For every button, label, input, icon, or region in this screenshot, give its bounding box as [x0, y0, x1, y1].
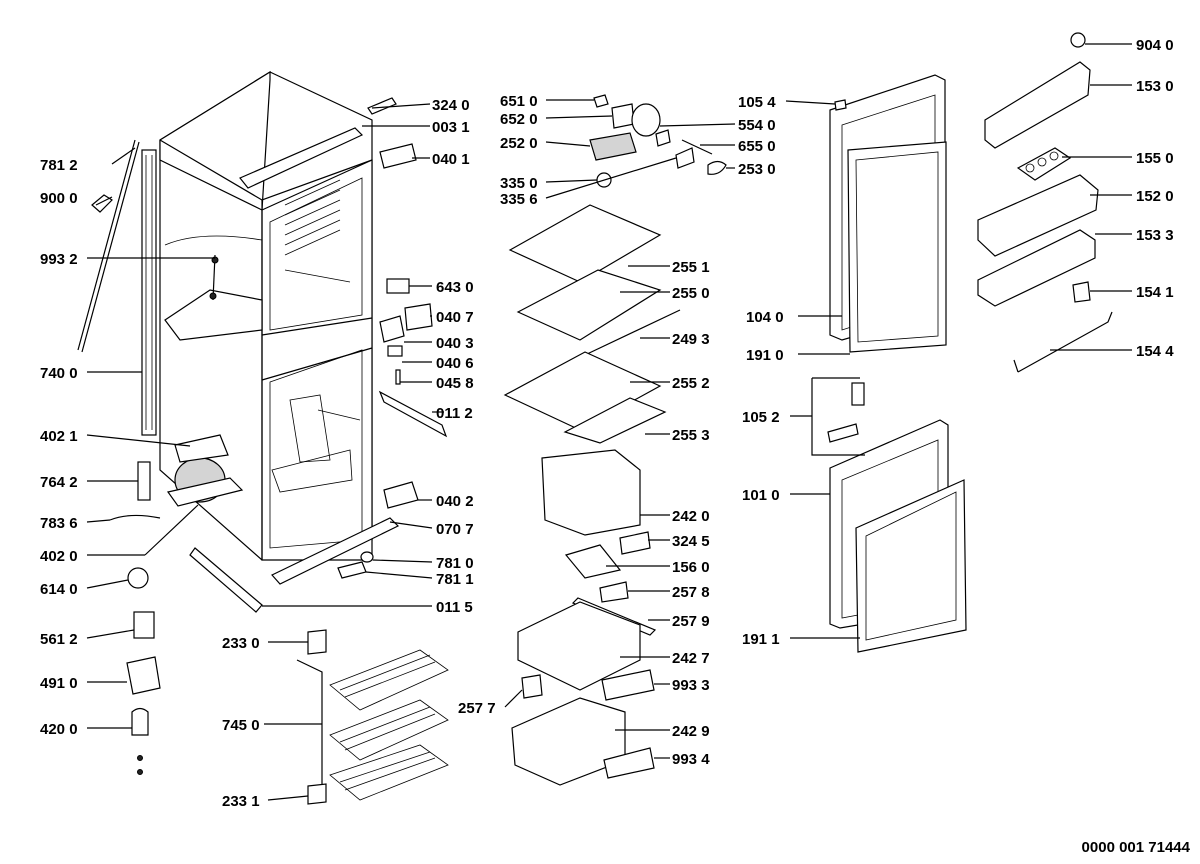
callout-label: 554 0 — [738, 117, 776, 134]
freezer-grids-drawing — [296, 629, 449, 805]
callout-label: 105 4 — [738, 94, 776, 111]
callout-label: 745 0 — [222, 717, 260, 734]
callout-label: 561 2 — [40, 631, 78, 648]
callout-label: 900 0 — [40, 190, 78, 207]
door-bins-drawing — [977, 32, 1113, 373]
callout-label: 155 0 — [1136, 150, 1174, 167]
callout-label: 249 3 — [672, 331, 710, 348]
callout-label: 153 3 — [1136, 227, 1174, 244]
callout-label: 783 6 — [40, 515, 78, 532]
drawing-number: 0000 001 71444 — [1082, 839, 1191, 856]
callout-label: 402 1 — [40, 428, 78, 445]
callout-label: 491 0 — [40, 675, 78, 692]
callout-label: 045 8 — [436, 375, 474, 392]
callout-label: 040 7 — [436, 309, 474, 326]
callout-label: 242 9 — [672, 723, 710, 740]
callout-label: 040 2 — [436, 493, 474, 510]
callout-label: 040 3 — [436, 335, 474, 352]
callout-label: 011 5 — [436, 599, 473, 616]
callout-label: 614 0 — [40, 581, 78, 598]
callout-label: 764 2 — [40, 474, 78, 491]
callout-label: 154 1 — [1136, 284, 1174, 301]
shelves-drawing — [503, 204, 681, 786]
compressor-drawing — [109, 434, 244, 775]
callout-label: 233 1 — [222, 793, 260, 810]
callout-label: 781 1 — [436, 571, 474, 588]
callout-label: 101 0 — [742, 487, 780, 504]
callout-label: 993 3 — [672, 677, 710, 694]
callout-label: 655 0 — [738, 138, 776, 155]
callout-label: 070 7 — [436, 521, 474, 538]
callout-label: 993 2 — [40, 251, 78, 268]
callout-label: 255 3 — [672, 427, 710, 444]
callout-label: 781 0 — [436, 555, 474, 572]
callout-label: 191 0 — [746, 347, 784, 364]
leader-lines — [86, 43, 1132, 801]
callout-label: 335 6 — [500, 191, 538, 208]
callout-label: 324 5 — [672, 533, 710, 550]
callout-label: 011 2 — [436, 405, 473, 422]
hinge-parts-drawing — [189, 97, 448, 613]
callout-label: 152 0 — [1136, 188, 1174, 205]
callout-label: 153 0 — [1136, 78, 1174, 95]
callout-label: 191 1 — [742, 631, 780, 648]
callout-label: 105 2 — [742, 409, 780, 426]
callout-label: 242 0 — [672, 508, 710, 525]
callout-label: 740 0 — [40, 365, 78, 382]
callout-label: 104 0 — [746, 309, 784, 326]
callout-labels: 324 0 003 1 040 1 781 2 900 0 993 2 643 … — [40, 37, 1174, 810]
callout-label: 040 1 — [432, 151, 470, 168]
callout-label: 651 0 — [500, 93, 538, 110]
callout-label: 335 0 — [500, 175, 538, 192]
callout-label: 993 4 — [672, 751, 710, 768]
callout-label: 003 1 — [432, 119, 470, 136]
callout-label: 040 6 — [436, 355, 474, 372]
callout-label: 904 0 — [1136, 37, 1174, 54]
callout-label: 402 0 — [40, 548, 78, 565]
callout-label: 257 8 — [672, 584, 710, 601]
callout-label: 154 4 — [1136, 343, 1174, 360]
doors-drawing — [811, 74, 967, 653]
callout-label: 253 0 — [738, 161, 776, 178]
control-parts-drawing — [589, 94, 727, 188]
callout-label: 420 0 — [40, 721, 78, 738]
callout-label: 255 0 — [672, 285, 710, 302]
callout-label: 324 0 — [432, 97, 470, 114]
side-parts-drawing — [77, 139, 219, 436]
callout-label: 255 2 — [672, 375, 710, 392]
callout-label: 257 9 — [672, 613, 710, 630]
callout-label: 242 7 — [672, 650, 710, 667]
callout-label: 233 0 — [222, 635, 260, 652]
callout-label: 652 0 — [500, 111, 538, 128]
callout-label: 643 0 — [436, 279, 474, 296]
callout-label: 781 2 — [40, 157, 78, 174]
callout-label: 257 7 — [458, 700, 496, 717]
callout-label: 255 1 — [672, 259, 710, 276]
callout-label: 252 0 — [500, 135, 538, 152]
callout-label: 156 0 — [672, 559, 710, 576]
